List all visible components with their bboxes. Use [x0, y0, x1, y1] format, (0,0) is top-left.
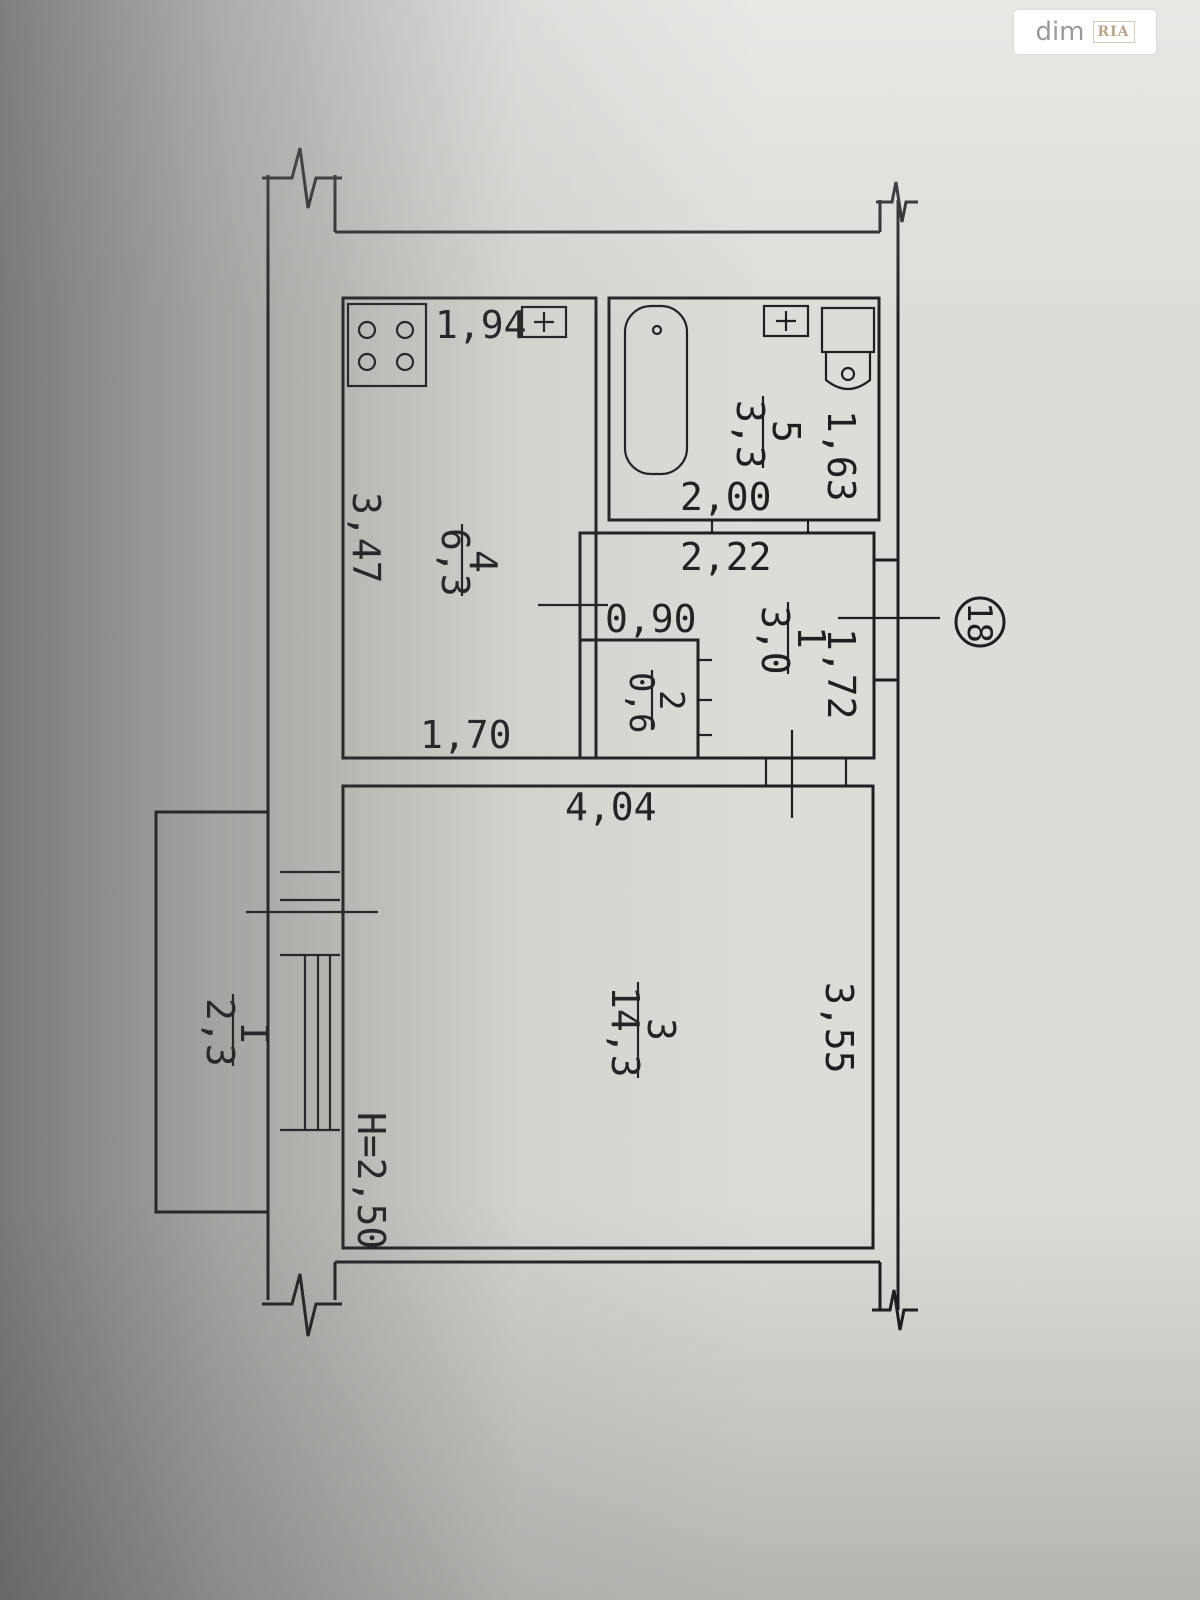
- dim-bath-bottom: 2,00: [680, 475, 772, 519]
- dim-hall-side: 1,72: [819, 628, 863, 720]
- dim-living-side: 3,55: [817, 982, 861, 1074]
- watermark-brand: dim: [1035, 17, 1085, 47]
- axis-marker: 18: [954, 596, 1006, 648]
- room-area-2: 0,6: [621, 672, 661, 733]
- room-area-balcony: 2,3: [198, 998, 242, 1067]
- dim-hall-top: 2,22: [680, 535, 772, 579]
- dim-closet-top: 0,90: [605, 597, 697, 641]
- axis-marker-label: 18: [959, 602, 999, 643]
- dim-kitchen-top: 1,94: [435, 303, 527, 347]
- room-area-1: 3,0: [753, 606, 797, 675]
- room-area-5: 3,3: [728, 400, 772, 469]
- dim-kitchen-bottom: 1,70: [420, 713, 512, 757]
- dim-living-top: 4,04: [565, 785, 657, 829]
- room-area-4: 6,3: [433, 528, 477, 597]
- room-area-3: 14,3: [603, 986, 647, 1078]
- ceiling-height: H=2,50: [349, 1112, 393, 1249]
- dim-bath-side: 1,63: [819, 410, 863, 502]
- watermark-sub-brand: RIA: [1092, 21, 1135, 43]
- watermark-logo: dim RIA: [1014, 10, 1156, 54]
- dim-kitchen-side: 3,47: [344, 492, 388, 584]
